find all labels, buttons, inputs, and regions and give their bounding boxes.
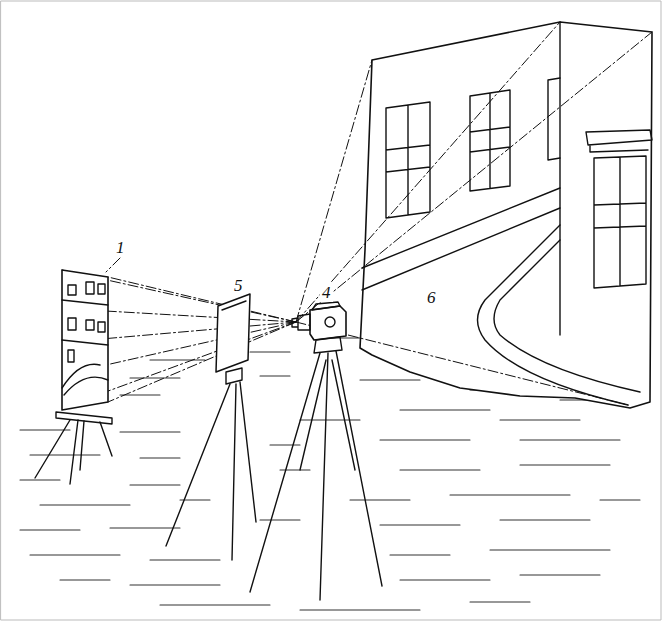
callout-number: 4: [320, 283, 333, 302]
callout-number: 6: [425, 288, 438, 307]
callout-number: 1: [114, 238, 127, 257]
callout-number: 5: [232, 276, 245, 295]
